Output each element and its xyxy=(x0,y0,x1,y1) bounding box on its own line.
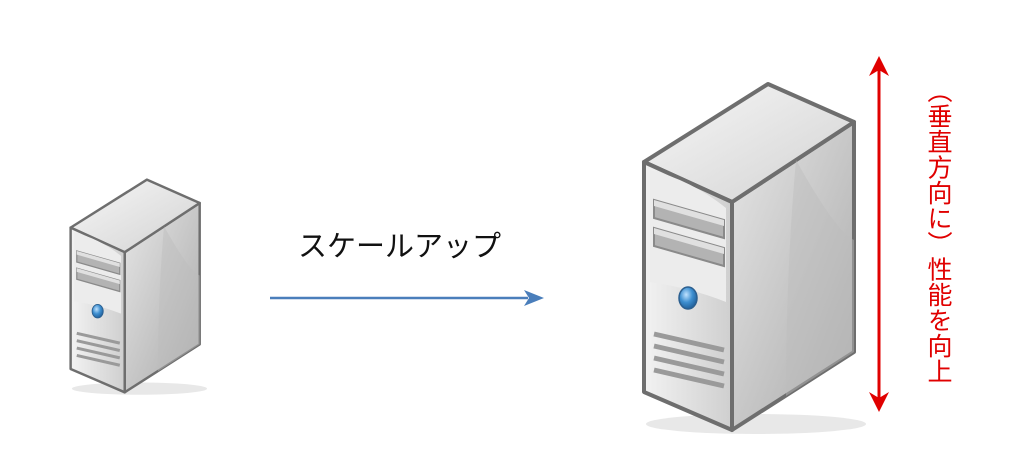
scale-up-label: スケールアップ xyxy=(298,229,502,263)
vertical-double-arrow xyxy=(869,56,889,412)
vertical-performance-label: （垂直方向に）性能を向上 xyxy=(924,78,953,384)
scale-up-arrow xyxy=(270,290,544,306)
large-server-icon xyxy=(642,82,866,434)
small-server-icon xyxy=(69,178,208,395)
